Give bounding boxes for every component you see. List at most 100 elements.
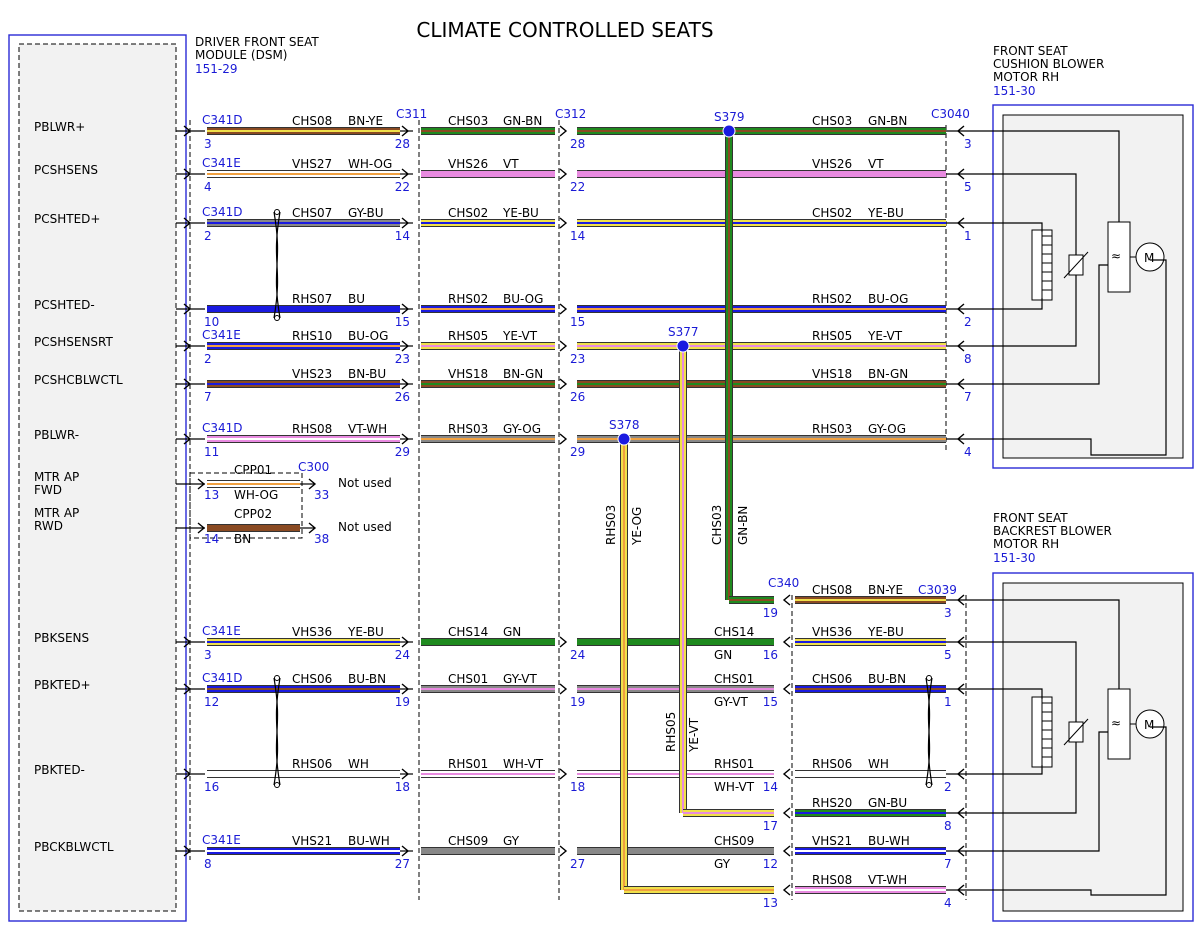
wire-color: BU-OG [868, 292, 908, 306]
wire-color: YE-BU [867, 206, 904, 220]
wire-color: WH [348, 757, 369, 771]
wire-code: CHS14 [714, 625, 754, 639]
backrest-internal-wire [975, 599, 1120, 689]
arrow-c340 [782, 807, 791, 819]
wire-color: GY [714, 857, 731, 871]
wire-color: BU [348, 292, 365, 306]
arrow-in [183, 125, 192, 137]
connector-label: C341E [202, 833, 241, 847]
cushion-module-name-2: CUSHION BLOWER [993, 57, 1104, 71]
wire-code: RHS10 [292, 329, 332, 343]
pin-number: 22 [395, 180, 410, 194]
backrest-module-name-2: BACKREST BLOWER [993, 524, 1112, 538]
pin-number: 15 [763, 695, 778, 709]
wire-color: GN-BU [868, 796, 907, 810]
pin-number: 14 [395, 229, 410, 243]
wire-code: RHS02 [812, 292, 852, 306]
pin-number: 12 [204, 695, 219, 709]
vertical-wire-code: RHS05 [664, 712, 678, 752]
pin-number: 7 [944, 857, 952, 871]
dsm-signal-label: FWD [34, 483, 62, 497]
splice-label: S379 [714, 110, 745, 124]
dsm-signal-label: PBCKBLWCTL [34, 840, 114, 854]
arrow-in [183, 683, 192, 695]
twisted-pair-backrest-left-end [274, 782, 280, 788]
pin-number: 28 [395, 137, 410, 151]
wire-color: BU-WH [348, 834, 390, 848]
arrow-c340 [782, 594, 791, 606]
arrow-c340 [782, 884, 791, 896]
cushion-internal-wire [975, 222, 1043, 232]
pin-number: 4 [964, 445, 972, 459]
wire-code: CHS03 [448, 114, 488, 128]
wire-color: WH-OG [234, 488, 278, 502]
arrow-in [183, 845, 192, 857]
wire-code: CHS08 [812, 583, 852, 597]
wire-code: CHS07 [292, 206, 332, 220]
wire-code: RHS03 [448, 422, 488, 436]
pin-number: 23 [395, 352, 410, 366]
arrow-c312 [559, 303, 568, 315]
pin-number: 38 [314, 532, 329, 546]
backrest-module-box [992, 572, 1194, 922]
dsm-module-box [8, 34, 187, 922]
arrow-c312 [559, 768, 568, 780]
pin-number: 8 [204, 857, 212, 871]
connector-c300-dash [189, 472, 303, 539]
backrest-module-ref: 151-30 [993, 551, 1036, 565]
pin-number: 29 [570, 445, 585, 459]
vertical-wire-code: RHS03 [604, 505, 618, 545]
wire-color: BN-GN [503, 367, 543, 381]
wire-color: GY-VT [714, 695, 748, 709]
wire-color: WH-VT [503, 757, 544, 771]
wire-color: VT-WH [348, 422, 387, 436]
wire-color: BU-WH [868, 834, 910, 848]
pin-number: 19 [395, 695, 410, 709]
pin-number: 24 [570, 648, 585, 662]
wire-color: WH-VT [714, 780, 755, 794]
arrow-c312 [559, 636, 568, 648]
dsm-module-ref: 151-29 [195, 62, 238, 76]
arrow-c312 [559, 433, 568, 445]
wire-code: VHS23 [292, 367, 332, 381]
wire-color: GY-BU [348, 206, 384, 220]
connector-label: C341E [202, 156, 241, 170]
wire-color: BN-YE [348, 114, 383, 128]
pin-number: 22 [570, 180, 585, 194]
wire-code: RHS07 [292, 292, 332, 306]
arrow-in [183, 378, 192, 390]
pin-number: 3 [204, 137, 212, 151]
wire-code: CHS01 [714, 672, 754, 686]
wire-code: CHS03 [812, 114, 852, 128]
arrow-c312 [559, 378, 568, 390]
pin-number: 18 [395, 780, 410, 794]
dsm-signal-label: PCSHTED+ [34, 212, 100, 226]
dsm-signal-label: RWD [34, 519, 63, 533]
arrow-in [197, 522, 206, 534]
cushion-thermistor-arrow [1063, 251, 1089, 279]
wire-color: BN-GN [868, 367, 908, 381]
pin-number: 4 [204, 180, 212, 194]
arrow-c340 [782, 636, 791, 648]
wire-code: RHS08 [812, 873, 852, 887]
wire-code: VHS21 [812, 834, 852, 848]
connector-label: C341E [202, 624, 241, 638]
wire-color: YE-BU [347, 625, 384, 639]
wire-color: WH [868, 757, 889, 771]
twisted-pair-backrest-right-end [926, 782, 932, 788]
wire-code: CHS09 [448, 834, 488, 848]
wire-code: RHS01 [714, 757, 754, 771]
wire-color: YE-VT [502, 329, 538, 343]
wire-color: BU-OG [348, 329, 388, 343]
arrow-c312 [559, 168, 568, 180]
dsm-signal-label: MTR AP [34, 470, 79, 484]
wire-color: GY-OG [503, 422, 541, 436]
dsm-module-name-2: MODULE (DSM) [195, 48, 287, 62]
cushion-internal-wire [975, 130, 1120, 222]
backrest-module-name-1: FRONT SEAT [993, 511, 1068, 525]
vertical-wire-color: YE-VT [687, 717, 701, 753]
wire-color: YE-VT [867, 329, 903, 343]
wire-code: RHS05 [812, 329, 852, 343]
dsm-signal-label: PBLWR- [34, 428, 79, 442]
arrow-out [308, 478, 317, 490]
